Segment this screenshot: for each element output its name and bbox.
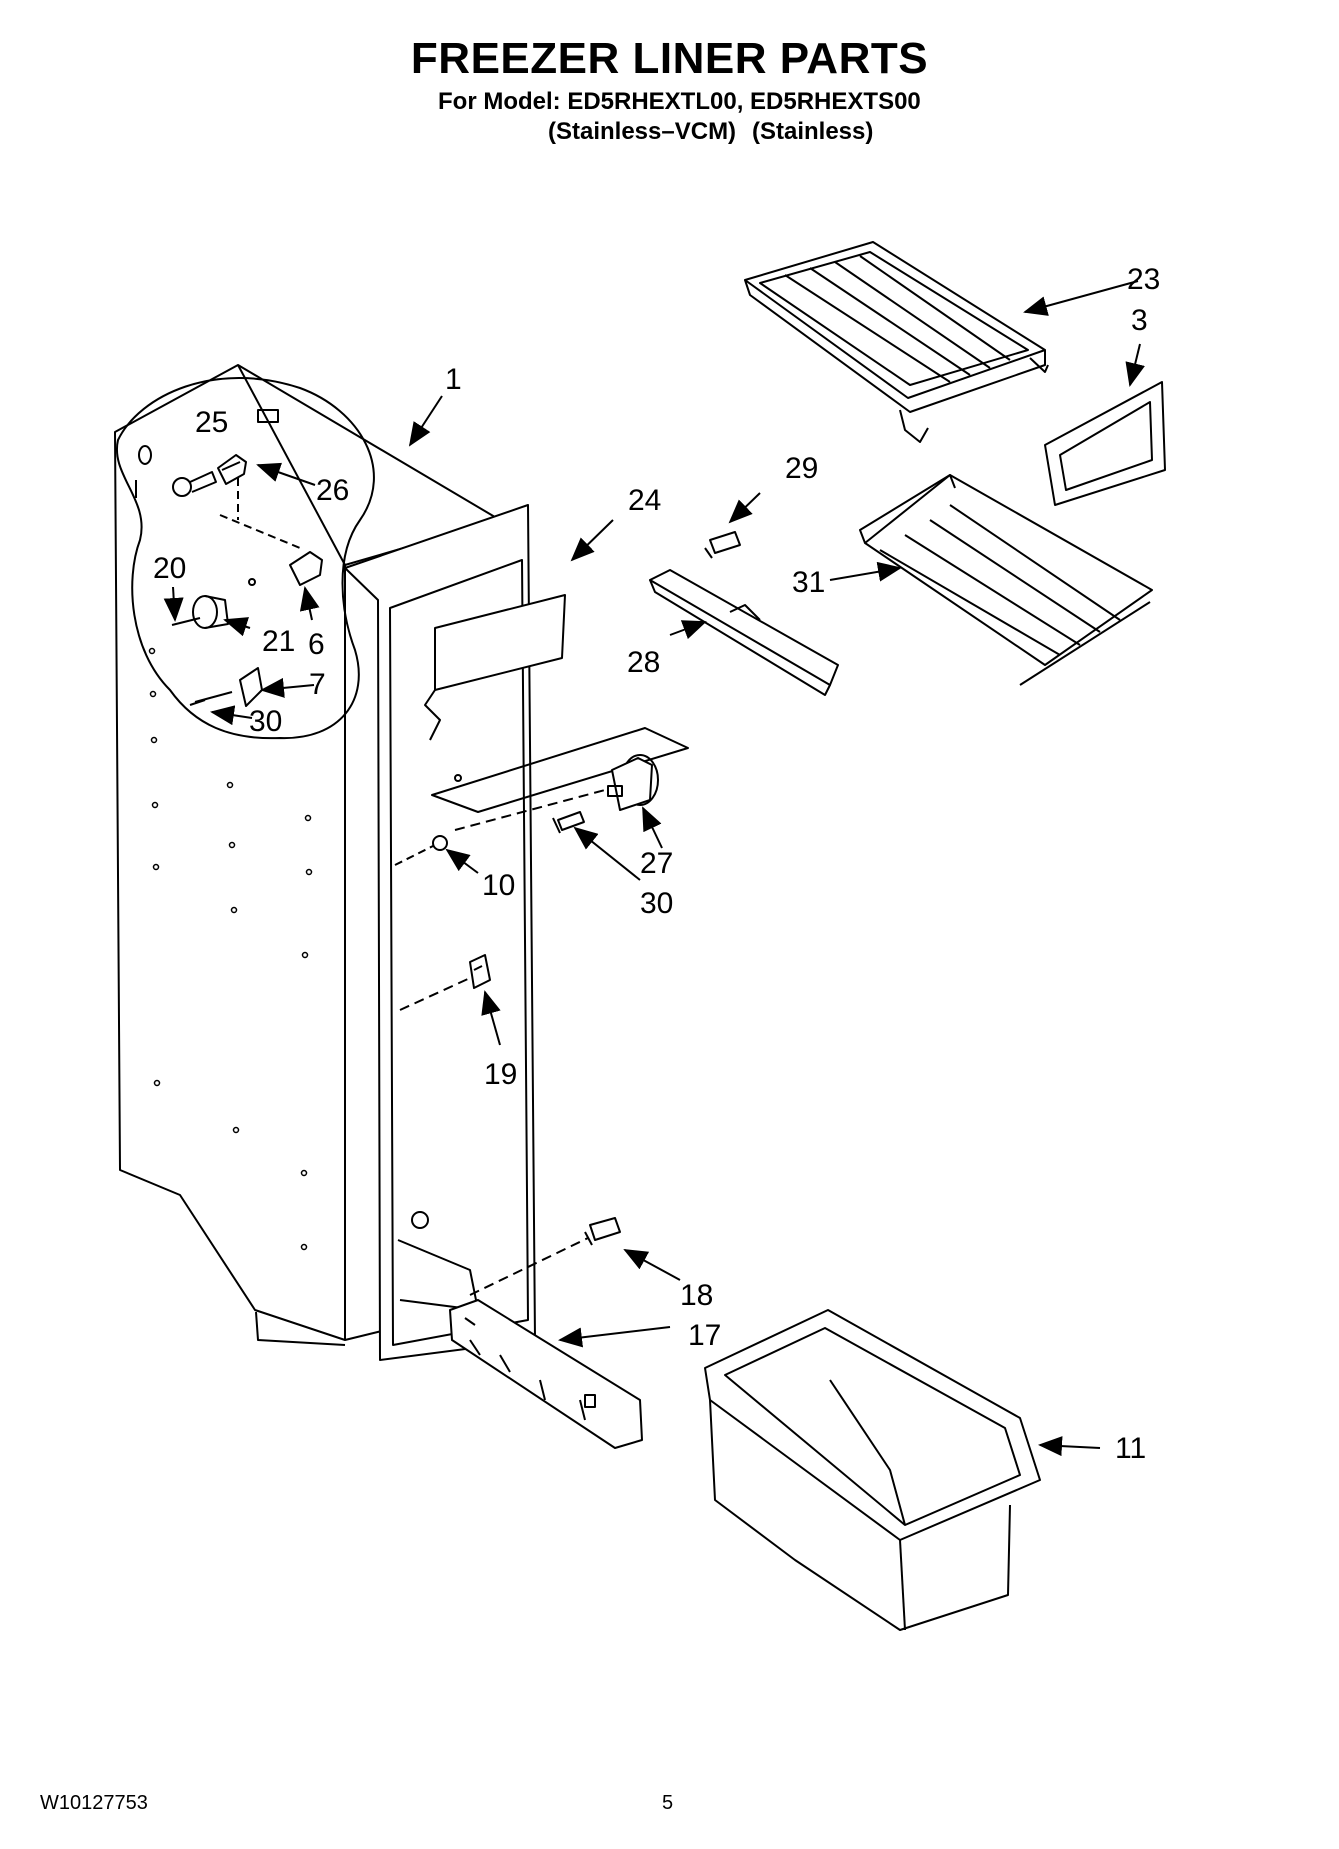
shelf-trim [1044, 381, 1166, 506]
clip-part [289, 551, 323, 586]
callout-27: 27 [640, 847, 673, 880]
freezer-bin [704, 1309, 1041, 1631]
wire-shelf [859, 474, 1153, 686]
sensor-housing [607, 754, 659, 811]
callout-17: 17 [688, 1319, 721, 1352]
tape-strip [424, 594, 566, 741]
callout-1: 1 [445, 363, 462, 396]
callout-10: 10 [482, 869, 515, 902]
callout-6: 6 [308, 628, 325, 661]
screw-29 [704, 531, 741, 559]
sensor-plate [431, 727, 689, 813]
screw-10 [394, 835, 448, 866]
callout-24: 24 [628, 484, 661, 517]
door-switch [399, 954, 491, 1011]
variant-label-stainless: (Stainless) [752, 118, 874, 145]
shelf-bracket [649, 569, 839, 696]
control-bracket [449, 1299, 643, 1449]
variant-label-vcm: (Stainless–VCM) [548, 118, 737, 145]
document-number: W10127753 [40, 1792, 148, 1814]
callout-7: 7 [309, 668, 326, 701]
callout-19: 19 [484, 1058, 517, 1091]
callout-30-upper: 30 [249, 705, 282, 738]
light-bulb [172, 471, 217, 497]
callout-29: 29 [785, 452, 818, 485]
page-number: 5 [662, 1792, 674, 1814]
callout-21: 21 [262, 625, 295, 658]
freezer-liner-cabinet [114, 364, 536, 1361]
screw-30-lower [552, 811, 585, 834]
callout-18: 18 [680, 1279, 713, 1312]
model-line: For Model: ED5RHEXTL00, ED5RHEXTS00 [438, 88, 921, 115]
callout-25: 25 [195, 406, 228, 439]
grommet [171, 578, 256, 629]
callout-20: 20 [153, 552, 186, 585]
callout-11: 11 [1115, 1432, 1146, 1465]
callout-3: 3 [1131, 304, 1148, 337]
callout-26: 26 [316, 474, 349, 507]
screw-18 [469, 1217, 621, 1296]
light-socket [217, 454, 247, 485]
callout-31: 31 [792, 566, 825, 599]
glass-shelf [744, 241, 1049, 443]
page-title: FREEZER LINER PARTS [410, 34, 929, 83]
callout-30-lower: 30 [640, 887, 673, 920]
callout-23: 23 [1127, 263, 1160, 296]
callout-28: 28 [627, 646, 660, 679]
